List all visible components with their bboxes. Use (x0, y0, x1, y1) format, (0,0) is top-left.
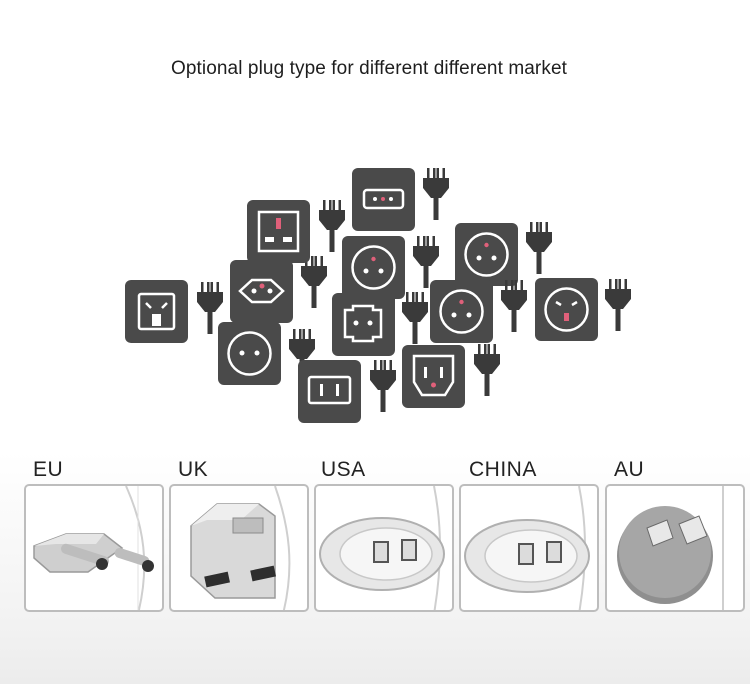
uk-socket-tile (247, 200, 310, 263)
french-socket-tile-1 (342, 236, 405, 299)
french-socket-tile-3 (430, 280, 493, 343)
china-plug-illustration (464, 486, 590, 610)
socket-collage (125, 168, 631, 423)
french-socket-tile-2 (455, 223, 518, 286)
plug-label-uk: UK (178, 458, 209, 481)
usa-plug-card (314, 484, 454, 612)
usa-plug-illustration (319, 486, 445, 610)
us-three-prong-socket-tile (402, 345, 465, 408)
page-title: Optional plug type for different differe… (170, 58, 568, 79)
round-socket-tile-1 (218, 322, 281, 385)
swiss-socket-tile (352, 168, 415, 231)
round-socket-tile-2 (535, 278, 598, 341)
eu-plug-illustration (33, 486, 154, 610)
us-two-flat-socket-tile (298, 360, 361, 423)
au-socket-tile (125, 280, 188, 343)
china-plug-card (459, 484, 599, 612)
eu-oval-socket-tile (230, 260, 293, 323)
uk-plug-card (169, 484, 309, 612)
plug-label-au: AU (614, 458, 645, 481)
plug-label-usa: USA (321, 458, 366, 481)
eu-plug-card (24, 484, 164, 612)
au-plug-card (605, 484, 745, 612)
uk-plug-illustration (190, 486, 291, 610)
plug-label-china: CHINA (469, 458, 537, 481)
schuko-socket-tile (332, 293, 395, 356)
plug-label-eu: EU (33, 458, 64, 481)
au-plug-illustration (617, 486, 724, 610)
